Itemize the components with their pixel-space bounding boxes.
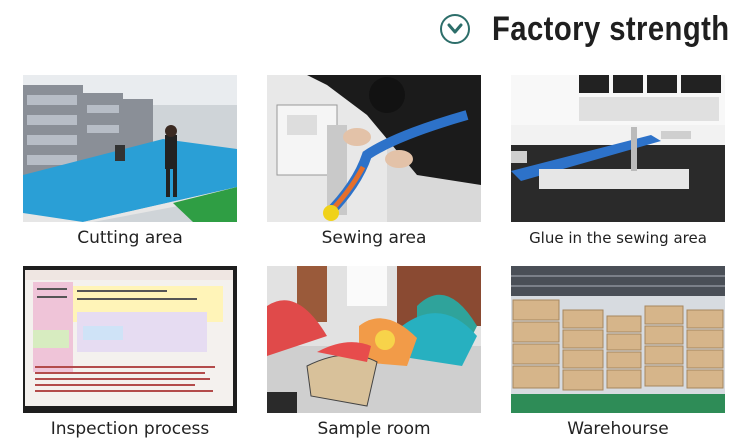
inspection-process-photo	[23, 266, 237, 413]
gallery-caption: Sample room	[317, 419, 431, 439]
gallery-card-cutting-area: Cutting area	[23, 75, 237, 254]
warehouse-photo	[511, 266, 725, 413]
gallery-caption: Sewing area	[321, 228, 427, 248]
page-title: Factory strength	[492, 9, 730, 48]
glue-area-photo	[511, 75, 725, 222]
cutting-area-photo	[23, 75, 237, 222]
gallery-caption: Warehourse	[567, 419, 669, 439]
sample-room-photo	[267, 266, 481, 413]
gallery-caption: Inspection process	[50, 419, 210, 439]
section-header: Factory strength	[440, 6, 750, 52]
gallery-card-sewing-area: Sewing area	[267, 75, 481, 254]
sewing-area-photo	[267, 75, 481, 222]
gallery-caption: Glue in the sewing area	[529, 229, 707, 247]
gallery-card-sample-room: Sample room	[267, 266, 481, 445]
gallery-card-warehouse: Warehourse	[511, 266, 725, 445]
chevron-down-circle-icon	[440, 14, 470, 44]
gallery-card-glue-area: Glue in the sewing area	[511, 75, 725, 254]
gallery-card-inspection-process: Inspection process	[23, 266, 237, 445]
gallery-caption: Cutting area	[77, 228, 183, 248]
